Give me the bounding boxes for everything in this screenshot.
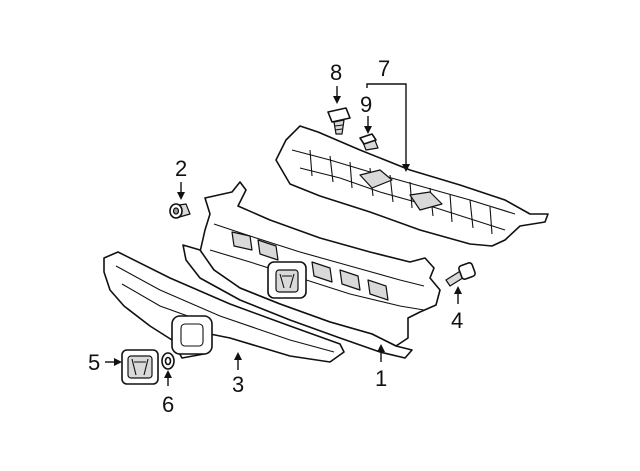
leader-lines <box>105 83 462 386</box>
clip-grommet <box>359 133 379 151</box>
emblem <box>121 349 159 385</box>
callout-6: 6 <box>162 392 174 417</box>
callout-8: 8 <box>330 60 342 85</box>
grille-base-frame <box>182 181 441 359</box>
callout-4: 4 <box>451 308 463 333</box>
washer <box>161 352 175 370</box>
callout-1: 1 <box>375 366 387 391</box>
callout-9: 9 <box>360 92 372 117</box>
callout-5: 5 <box>88 350 100 375</box>
callout-7: 7 <box>378 56 390 81</box>
upper-radiator-cover <box>275 125 549 247</box>
clip-screw <box>327 107 351 135</box>
bolt-long <box>445 262 476 287</box>
callout-3: 3 <box>232 372 244 397</box>
bolt-small <box>169 203 191 219</box>
front-grille-molding <box>103 251 345 363</box>
callout-2: 2 <box>175 156 187 181</box>
